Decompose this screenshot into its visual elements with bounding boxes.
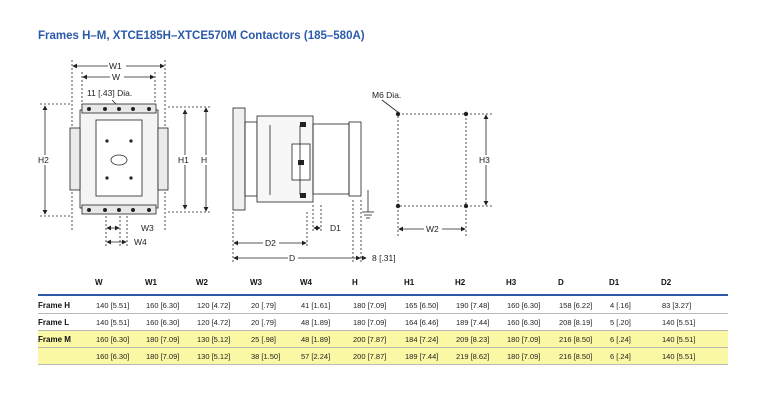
column-header-w3: W3 [250,278,262,287]
table-cell: 140 [5.51] [96,318,130,327]
table-cell: 140 [5.51] [96,301,130,310]
table-cell: 200 [7.87] [353,352,387,361]
column-header-d1: D1 [609,278,620,287]
table-cell: 20 [.79] [251,318,277,327]
label-d1: D1 [330,223,341,233]
table-cell: 160 [6.30] [507,301,541,310]
table-cell: 208 [8.19] [559,318,593,327]
mounting-view-holes [395,111,469,209]
table-cell: 158 [6.22] [559,301,593,310]
table-cell: 164 [6.46] [405,318,439,327]
table-cell: 190 [7.48] [456,301,490,310]
table-cell: 160 [6.30] [507,318,541,327]
side-view-dots [298,122,306,198]
table-cell: 48 [1.89] [301,335,331,344]
side-view [232,107,374,262]
table-cell: 160 [6.30] [96,335,130,344]
row-divider [38,364,728,365]
table-cell: 189 [7.44] [405,352,439,361]
front-view-dots [87,107,151,212]
row-divider [38,347,728,348]
table-row: 160 [6.30] 180 [7.09] 130 [5.12] 38 [1.50] 5… [38,348,728,365]
table-cell: 41 [1.61] [301,301,331,310]
table-cell: 6 [.24] [610,335,631,344]
table-cell: 140 [5.51] [662,335,696,344]
label-h1: H1 [178,155,189,165]
label-w3: W3 [141,223,154,233]
page-title: Frames H–M, XTCE185H–XTCE570M Contactors… [38,30,365,42]
mounting-view [381,99,492,236]
label-d: D [289,253,295,263]
table-cell: 184 [7.24] [405,335,439,344]
table-cell: 180 [7.09] [353,318,387,327]
label-h: H [201,155,207,165]
row-divider [38,313,728,314]
label-m6-dia: M6 Dia. [372,90,401,100]
label-w2: W2 [426,224,439,234]
table-cell: 48 [1.89] [301,318,331,327]
column-header-h1: H1 [404,278,415,287]
table-row: Frame L 140 [5.51] 160 [6.30] 120 [4.72] 20 … [38,314,728,331]
table-cell: 57 [2.24] [301,352,331,361]
label-dia-11: 11 [.43] Dia. [87,88,132,98]
table-cell: 180 [7.09] [507,335,541,344]
table-cell: 165 [6.50] [405,301,439,310]
table-cell: 160 [6.30] [146,301,180,310]
row-label: Frame L [38,318,70,327]
label-w1: W1 [109,61,122,71]
table-cell: 130 [5.12] [197,335,231,344]
label-d2: D2 [265,238,276,248]
table-cell: 120 [4.72] [197,318,231,327]
table-cell: 180 [7.09] [146,352,180,361]
column-header-w1: W1 [145,278,157,287]
table-cell: 20 [.79] [251,301,277,310]
table-row: Frame M 160 [6.30] 180 [7.09] 130 [5.12] 25 … [38,331,728,348]
table-cell: 83 [3.27] [662,301,692,310]
table-cell: 4 [.16] [610,301,631,310]
table-cell: 180 [7.09] [353,301,387,310]
table-cell: 180 [7.09] [507,352,541,361]
table-cell: 160 [6.30] [96,352,130,361]
dimension-drawing: W1 W 11 [.43] Dia. H2 H1 H W3 W4 M6 Dia.… [38,60,494,263]
table-cell: 38 [1.50] [251,352,281,361]
label-w4: W4 [134,237,147,247]
table-cell: 25 [.98] [251,335,277,344]
table-cell: 140 [5.51] [662,318,696,327]
table-row: Frame H 140 [5.51] 160 [6.30] 120 [4.72] 20 … [38,297,728,314]
table-cell: 216 [8.50] [559,352,593,361]
label-w: W [112,72,120,82]
column-header-d: D [558,278,564,287]
column-header-w: W [95,278,103,287]
table-cell: 216 [8.50] [559,335,593,344]
label-h2: H2 [38,155,49,165]
label-h3: H3 [479,155,490,165]
table-cell: 130 [5.12] [197,352,231,361]
column-header-h3: H3 [506,278,517,287]
row-label: Frame M [38,335,71,344]
table-cell: 160 [6.30] [146,318,180,327]
table-cell: 189 [7.44] [456,318,490,327]
table-cell: 209 [8.23] [456,335,490,344]
table-cell: 120 [4.72] [197,301,231,310]
row-divider [38,330,728,331]
table-cell: 200 [7.87] [353,335,387,344]
table-cell: 140 [5.51] [662,352,696,361]
table-cell: 180 [7.09] [146,335,180,344]
label-8-31: 8 [.31] [372,253,396,263]
front-view [40,60,212,246]
table-cell: 6 [.24] [610,352,631,361]
column-header-d2: D2 [661,278,672,287]
column-header-h: H [352,278,358,287]
column-header-h2: H2 [455,278,466,287]
row-label: Frame H [38,301,71,310]
table-cell: 5 [.20] [610,318,631,327]
table-top-rule [38,294,728,296]
column-header-w2: W2 [196,278,208,287]
column-header-w4: W4 [300,278,312,287]
table-cell: 219 [8.62] [456,352,490,361]
